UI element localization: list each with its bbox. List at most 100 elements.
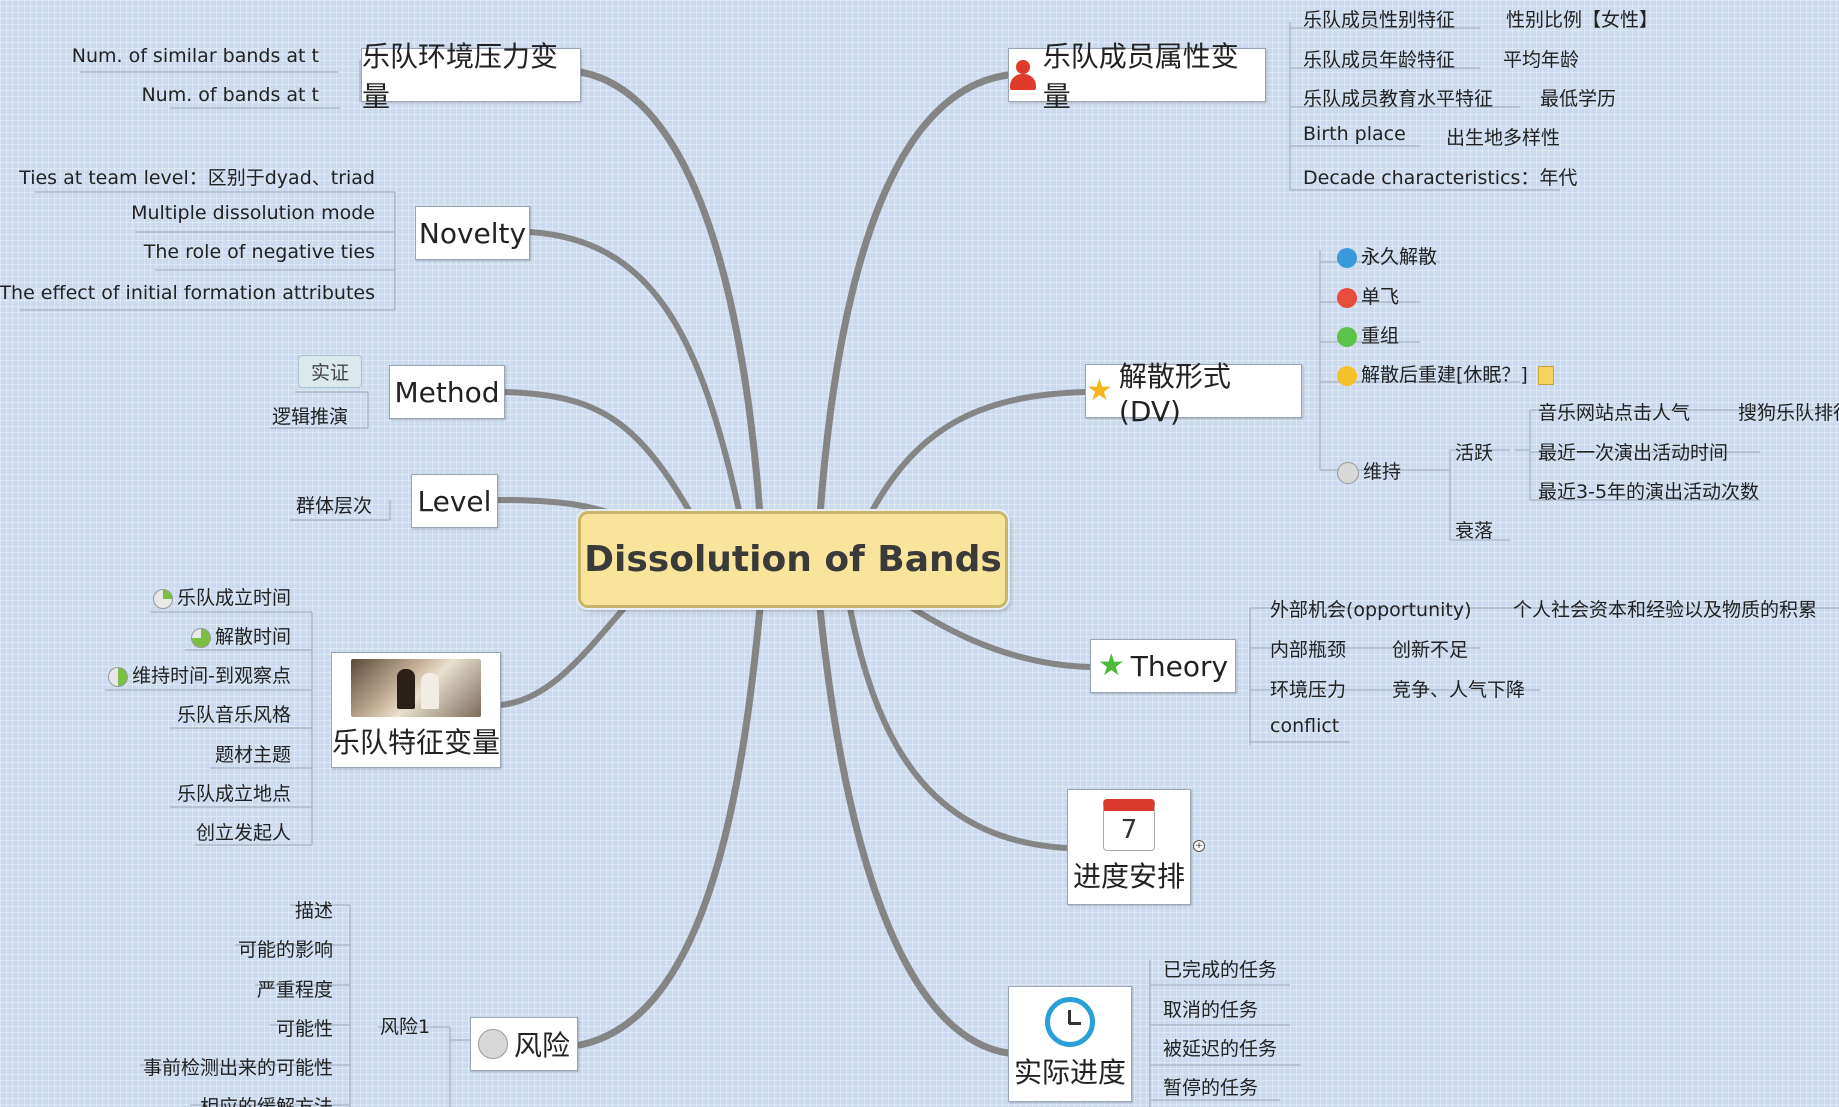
progress-item-delayed[interactable]: 被延迟的任务 bbox=[1163, 1038, 1278, 1060]
method-item-logic[interactable]: 逻辑推演 bbox=[271, 406, 348, 428]
level-item-group[interactable]: 群体层次 bbox=[295, 495, 372, 517]
topic-dissolution-form[interactable]: ★ 解散形式 (DV) bbox=[1085, 360, 1302, 428]
central-topic[interactable]: Dissolution of Bands bbox=[578, 511, 1008, 608]
feature-item-duration[interactable]: 维持时间-到观察点 bbox=[108, 661, 291, 688]
topic-risk-label: 风险 bbox=[513, 1029, 570, 1062]
theory-item-opportunity[interactable]: 外部机会(opportunity) bbox=[1270, 599, 1472, 621]
theory-item-bottleneck[interactable]: 内部瓶颈 bbox=[1270, 639, 1347, 661]
topic-env-pressure-label: 乐队环境压力变量 bbox=[362, 40, 559, 113]
theory-item-env[interactable]: 环境压力 bbox=[1270, 679, 1347, 701]
topic-method[interactable]: Method bbox=[389, 365, 505, 419]
risk-item-desc[interactable]: 描述 bbox=[294, 900, 333, 922]
novelty-item-1[interactable]: Ties at team level：区别于dyad、triad bbox=[19, 167, 375, 189]
novelty-item-3[interactable]: The role of negative ties bbox=[143, 241, 375, 263]
method-item-empirical[interactable]: 实证 bbox=[298, 355, 363, 388]
novelty-item-4[interactable]: The effect of initial formation attribut… bbox=[0, 282, 375, 304]
risk-item-impact[interactable]: 可能的影响 bbox=[237, 939, 333, 961]
dv-item-regroup[interactable]: 重组 bbox=[1337, 321, 1399, 348]
member-item-age[interactable]: 乐队成员年龄特征 bbox=[1303, 49, 1456, 71]
face-smile-green-icon bbox=[1337, 326, 1357, 347]
feature-item-location[interactable]: 乐队成立地点 bbox=[176, 783, 291, 805]
topic-band-features-label: 乐队特征变量 bbox=[332, 726, 501, 759]
face-smile-yellow-icon bbox=[1337, 365, 1357, 386]
calendar-icon: 7 bbox=[1103, 799, 1155, 851]
feature-item-style[interactable]: 乐队音乐风格 bbox=[176, 704, 291, 726]
novelty-item-2[interactable]: Multiple dissolution mode bbox=[131, 202, 375, 224]
feature-item-duration-label: 维持时间-到观察点 bbox=[132, 665, 291, 687]
face-crying-icon bbox=[1337, 247, 1357, 268]
member-item-edu[interactable]: 乐队成员教育水平特征 bbox=[1303, 88, 1494, 110]
topic-risk[interactable]: 风险 bbox=[470, 1017, 578, 1071]
pie-half-icon bbox=[108, 666, 129, 687]
feature-item-founded-label: 乐队成立时间 bbox=[176, 587, 291, 609]
dv-item-permanent[interactable]: 永久解散 bbox=[1337, 242, 1437, 269]
dv-item-maintain[interactable]: 维持 bbox=[1337, 457, 1401, 484]
member-item-age-value[interactable]: 平均年龄 bbox=[1503, 49, 1580, 71]
progress-item-cancelled[interactable]: 取消的任务 bbox=[1163, 999, 1259, 1021]
topic-schedule[interactable]: 7 进度安排 bbox=[1067, 789, 1191, 905]
topic-theory[interactable]: ★ Theory bbox=[1090, 639, 1236, 693]
dv-item-rebuild[interactable]: 解散后重建[休眠？] bbox=[1337, 360, 1554, 387]
pie-quarter-icon bbox=[152, 588, 173, 609]
topic-progress-label: 实际进度 bbox=[1013, 1056, 1126, 1089]
env-item-1[interactable]: Num. of similar bands at t bbox=[71, 45, 319, 67]
person-icon bbox=[1009, 60, 1037, 90]
env-item-2[interactable]: Num. of bands at t bbox=[141, 84, 319, 106]
clock-icon bbox=[1045, 997, 1095, 1047]
topic-env-pressure[interactable]: 乐队环境压力变量 bbox=[361, 40, 581, 113]
topic-level-label: Level bbox=[417, 484, 492, 518]
topic-progress[interactable]: 实际进度 bbox=[1008, 986, 1132, 1102]
feature-item-founded[interactable]: 乐队成立时间 bbox=[152, 583, 291, 610]
star-green-icon: ★ bbox=[1097, 648, 1125, 683]
member-item-edu-value[interactable]: 最低学历 bbox=[1540, 88, 1617, 110]
topic-band-features[interactable]: 乐队特征变量 bbox=[331, 652, 501, 768]
topic-members[interactable]: 乐队成员属性变量 bbox=[1008, 40, 1266, 113]
risk-item-mitigation[interactable]: 相应的缓解方法 bbox=[199, 1096, 333, 1107]
topic-schedule-label: 进度安排 bbox=[1072, 860, 1185, 893]
maintain-active[interactable]: 活跃 bbox=[1455, 442, 1494, 464]
face-neutral-icon bbox=[477, 1029, 508, 1059]
feature-item-founder[interactable]: 创立发起人 bbox=[195, 822, 291, 844]
theory-item-env-value[interactable]: 竞争、人气下降 bbox=[1392, 679, 1526, 701]
dv-item-rebuild-label: 解散后重建[休眠？] bbox=[1361, 364, 1528, 386]
member-item-birthplace-value[interactable]: 出生地多样性 bbox=[1446, 127, 1561, 149]
theory-item-conflict[interactable]: conflict bbox=[1270, 715, 1340, 737]
risk-item-likelihood[interactable]: 可能性 bbox=[275, 1018, 333, 1040]
member-item-decade[interactable]: Decade characteristics：年代 bbox=[1303, 167, 1578, 189]
risk-item-detection[interactable]: 事前检测出来的可能性 bbox=[142, 1057, 333, 1079]
member-item-gender[interactable]: 乐队成员性别特征 bbox=[1303, 9, 1456, 31]
theory-item-bottleneck-value[interactable]: 创新不足 bbox=[1392, 639, 1469, 661]
topic-method-label: Method bbox=[394, 375, 500, 409]
feature-item-dissolved[interactable]: 解散时间 bbox=[190, 622, 291, 649]
topic-level[interactable]: Level bbox=[411, 474, 498, 528]
member-item-gender-value[interactable]: 性别比例【女性】 bbox=[1506, 9, 1659, 31]
topic-novelty[interactable]: Novelty bbox=[415, 206, 530, 260]
dv-item-solo[interactable]: 单飞 bbox=[1337, 282, 1399, 309]
active-item-clicks[interactable]: 音乐网站点击人气 bbox=[1538, 402, 1691, 424]
topic-dissolution-form-label: 解散形式 (DV) bbox=[1118, 359, 1231, 428]
progress-item-done[interactable]: 已完成的任务 bbox=[1163, 959, 1278, 981]
active-item-last-show[interactable]: 最近一次演出活动时间 bbox=[1538, 442, 1729, 464]
star-icon: ★ bbox=[1086, 373, 1113, 408]
risk-sub-1[interactable]: 风险1 bbox=[380, 1016, 431, 1038]
topic-theory-label: Theory bbox=[1130, 649, 1229, 683]
expand-toggle-icon[interactable]: + bbox=[1193, 840, 1205, 852]
note-icon bbox=[1537, 366, 1554, 385]
active-item-clicks-sub[interactable]: 搜狗乐队排行 bbox=[1738, 402, 1839, 424]
risk-item-severity[interactable]: 严重程度 bbox=[256, 979, 333, 1001]
dv-item-regroup-label: 重组 bbox=[1361, 325, 1400, 347]
theory-item-opportunity-value[interactable]: 个人社会资本和经验以及物质的积累 bbox=[1513, 599, 1818, 621]
feature-item-theme[interactable]: 题材主题 bbox=[214, 744, 291, 766]
face-neutral-small-icon bbox=[1337, 461, 1359, 484]
active-item-show-count[interactable]: 最近3-5年的演出活动次数 bbox=[1538, 481, 1760, 503]
face-angry-icon bbox=[1337, 287, 1357, 308]
maintain-decline[interactable]: 衰落 bbox=[1455, 520, 1494, 542]
progress-item-paused[interactable]: 暂停的任务 bbox=[1163, 1077, 1259, 1099]
pie-threequarter-icon bbox=[190, 627, 211, 648]
band-photo bbox=[351, 659, 481, 717]
member-item-birthplace[interactable]: Birth place bbox=[1303, 123, 1406, 145]
topic-members-label: 乐队成员属性变量 bbox=[1042, 40, 1239, 113]
dv-item-solo-label: 单飞 bbox=[1361, 286, 1400, 308]
